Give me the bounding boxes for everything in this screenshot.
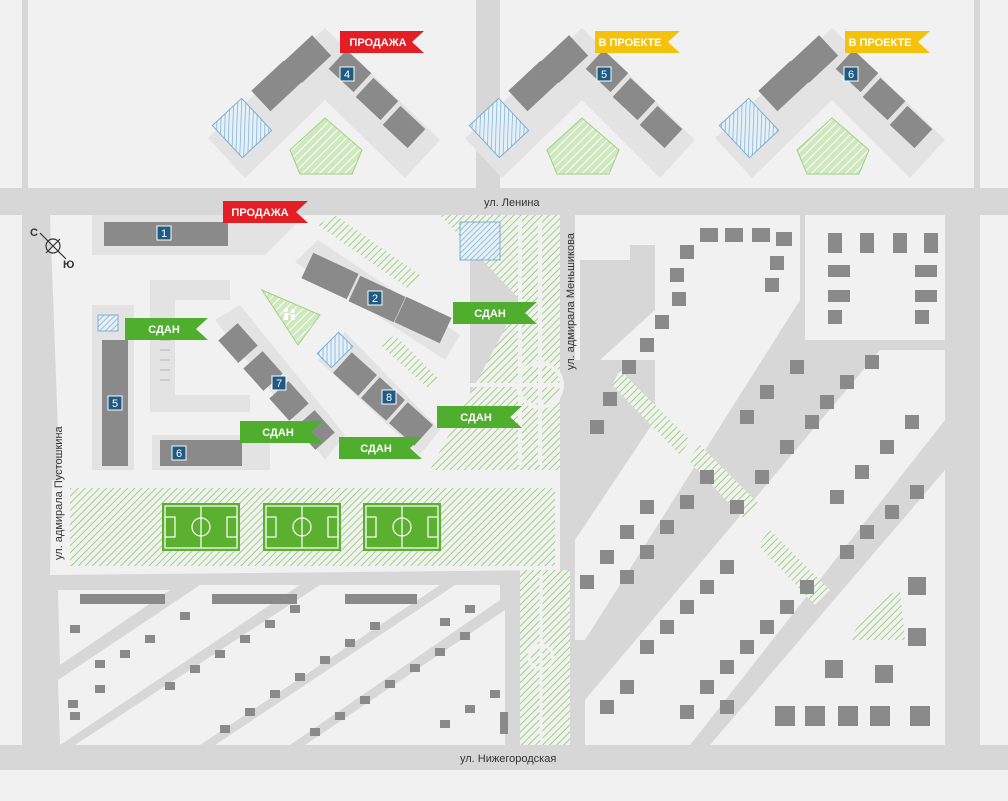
- svg-text:8: 8: [386, 392, 392, 404]
- badge-house-4[interactable]: 4: [339, 66, 355, 82]
- football-field-icon: [162, 503, 441, 551]
- flag-done-house-7[interactable]: СДАН: [339, 437, 422, 459]
- south-park: [520, 570, 570, 745]
- svg-text:1: 1: [161, 228, 167, 240]
- svg-text:4: 4: [344, 69, 350, 81]
- svg-text:ПРОДАЖА: ПРОДАЖА: [349, 37, 406, 49]
- compass-south: Ю: [63, 259, 74, 271]
- svg-text:В ПРОЕКТЕ: В ПРОЕКТЕ: [848, 37, 911, 49]
- street-label-pustoshkina: ул. адмирала Пустошкина: [53, 425, 65, 560]
- playground-icon: [284, 308, 295, 320]
- flag-done-house-6[interactable]: СДАН: [240, 421, 323, 443]
- green-strip: [318, 215, 420, 290]
- svg-text:СДАН: СДАН: [360, 443, 392, 455]
- house-group-4[interactable]: [208, 28, 440, 178]
- street-label-nizhegorodskaya: ул. Нижегородская: [460, 753, 556, 765]
- svg-text:СДАН: СДАН: [262, 427, 294, 439]
- flag-sale-house-1[interactable]: ПРОДАЖА: [223, 201, 308, 223]
- compass-icon: С Ю: [30, 227, 74, 271]
- street-label-menshikova: ул. адмирала Меньшикова: [565, 232, 577, 370]
- private-houses-sw: [58, 585, 505, 745]
- flag-project-house-5[interactable]: В ПРОЕКТЕ: [595, 31, 680, 53]
- flag-done-house-2[interactable]: СДАН: [453, 302, 537, 324]
- svg-text:6: 6: [176, 448, 182, 460]
- flag-sale-house-4[interactable]: ПРОДАЖА: [340, 31, 424, 53]
- svg-text:СДАН: СДАН: [148, 324, 180, 336]
- svg-text:7: 7: [276, 378, 282, 390]
- parking-lot: [150, 280, 250, 412]
- house-group-5-left[interactable]: 5: [92, 305, 134, 470]
- park-area: [430, 215, 560, 470]
- svg-text:СДАН: СДАН: [460, 412, 492, 424]
- private-house-rows: [590, 228, 938, 434]
- house-group-2[interactable]: 2: [295, 240, 460, 360]
- house-group-1[interactable]: 1: [92, 215, 305, 255]
- svg-text:2: 2: [372, 293, 378, 305]
- compass-north: С: [30, 227, 38, 239]
- badge-house-6-top[interactable]: 6: [843, 66, 859, 82]
- svg-text:ПРОДАЖА: ПРОДАЖА: [231, 207, 288, 219]
- svg-text:СДАН: СДАН: [474, 308, 506, 320]
- street-label-lenina: ул. Ленина: [484, 197, 540, 209]
- svg-text:5: 5: [601, 69, 607, 81]
- flag-done-house-5[interactable]: СДАН: [125, 318, 208, 340]
- badge-house-5-top[interactable]: 5: [596, 66, 612, 82]
- svg-text:5: 5: [112, 398, 118, 410]
- house-group-8[interactable]: 8: [316, 331, 440, 455]
- house-group-6[interactable]: [715, 28, 945, 178]
- svg-text:6: 6: [848, 69, 854, 81]
- flag-done-house-8[interactable]: СДАН: [437, 406, 522, 428]
- flag-project-house-6[interactable]: В ПРОЕКТЕ: [845, 31, 930, 53]
- svg-text:В ПРОЕКТЕ: В ПРОЕКТЕ: [598, 37, 661, 49]
